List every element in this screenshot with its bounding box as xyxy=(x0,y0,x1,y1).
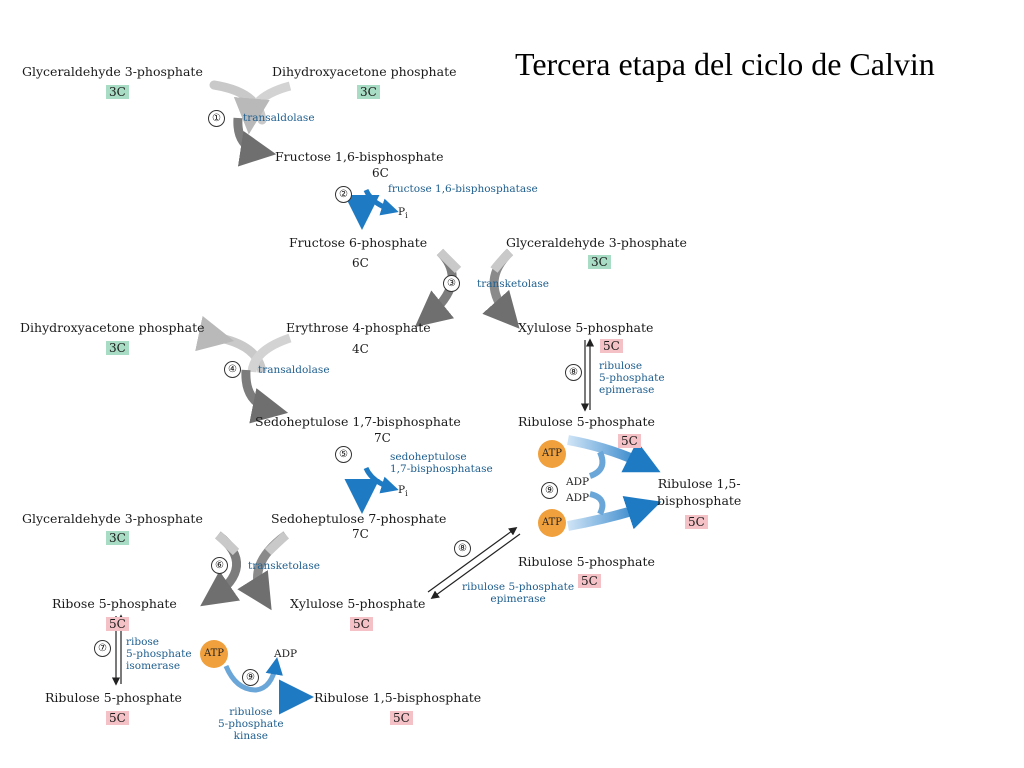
carbon-badge-ru5p-right-b: 5C xyxy=(578,574,601,588)
step-number-4-text: ④ xyxy=(228,364,237,375)
step-number-8a: ⑧ xyxy=(565,364,582,381)
enzyme-transketolase-1: transketolase xyxy=(477,278,549,290)
carbon-count-s7p: 7C xyxy=(352,527,369,541)
compound-dhap-top: Dihydroxyacetone phosphate xyxy=(272,64,457,79)
enzyme-fructose-bisphosphatase: fructose 1,6-bisphosphatase xyxy=(388,183,538,195)
page-title: Tercera etapa del ciclo de Calvin xyxy=(515,46,935,82)
pi-subscript-1: i xyxy=(405,211,408,221)
step-number-4: ④ xyxy=(224,361,241,378)
compound-rubp-right: Ribulose 1,5- bisphosphate xyxy=(657,476,742,508)
step-number-2: ② xyxy=(335,186,352,203)
compound-x5p-top: Xylulose 5-phosphate xyxy=(518,320,654,335)
carbon-badge-g3p-mid: 3C xyxy=(588,255,611,269)
enzyme-transketolase-2: transketolase xyxy=(248,560,320,572)
carbon-badge-g3p-low: 3C xyxy=(106,531,129,545)
step9-right-arrows xyxy=(567,435,662,531)
compound-e4p: Erythrose 4-phosphate xyxy=(286,320,431,335)
compound-g3p-top: Glyceraldehyde 3-phosphate xyxy=(22,64,203,79)
step-number-9b: ⑨ xyxy=(242,669,259,686)
step-number-1: ① xyxy=(208,110,225,127)
adp-label-right-bottom: ADP xyxy=(566,492,590,504)
step-number-8b: ⑧ xyxy=(454,540,471,557)
carbon-badge-rubp-low: 5C xyxy=(390,711,413,725)
compound-g3p-mid: Glyceraldehyde 3-phosphate xyxy=(506,235,687,250)
carbon-badge-x5p-low: 5C xyxy=(350,617,373,631)
step8a-arrows xyxy=(580,338,595,412)
step-number-3: ③ xyxy=(443,275,460,292)
compound-rubp-low: Ribulose 1,5-bisphosphate xyxy=(314,690,482,705)
pi-subscript-2: i xyxy=(405,489,408,499)
compound-f6p: Fructose 6-phosphate xyxy=(289,235,428,250)
compound-dhap-mid: Dihydroxyacetone phosphate xyxy=(20,320,205,335)
atp-circle-bottom: ATP xyxy=(200,640,228,668)
carbon-badge-r5p: 5C xyxy=(106,617,129,631)
compound-sbp: Sedoheptulose 1,7-bisphosphate xyxy=(255,414,461,429)
enzyme-transaldolase-2: transaldolase xyxy=(258,364,330,376)
step8b-arrows xyxy=(427,527,521,599)
carbon-count-e4p: 4C xyxy=(352,342,369,356)
enzyme-ribose-isomerase: ribose 5-phosphate isomerase xyxy=(126,636,192,672)
step2-arrow xyxy=(344,170,399,230)
carbon-count-f6p: 6C xyxy=(352,256,369,270)
compound-fbp: Fructose 1,6-bisphosphate xyxy=(275,149,444,164)
step-number-9a: ⑨ xyxy=(541,482,558,499)
carbon-count-sbp: 7C xyxy=(374,431,391,445)
step-number-7: ⑦ xyxy=(94,640,111,657)
step5-arrow xyxy=(344,446,399,514)
pi-symbol-2: P xyxy=(398,484,406,496)
atp-circle-right-top: ATP xyxy=(538,440,566,468)
compound-s7p: Sedoheptulose 7-phosphate xyxy=(271,511,447,526)
compound-ru5p-right-a: Ribulose 5-phosphate xyxy=(518,414,655,429)
step-number-8b-text: ⑧ xyxy=(458,543,467,554)
step1-arrows xyxy=(209,80,292,167)
compound-r5p: Ribose 5-phosphate xyxy=(52,596,177,611)
carbon-badge-dhap-top: 3C xyxy=(357,85,380,99)
pi-label-2: Pi xyxy=(398,484,408,500)
step-number-7-text: ⑦ xyxy=(98,643,107,654)
step-number-3-text: ③ xyxy=(447,278,456,289)
enzyme-sedoheptulose-bisphosphatase: sedoheptulose 1,7-bisphosphatase xyxy=(390,451,493,475)
enzyme-ribulose-epimerase-b: ribulose 5-phosphate epimerase xyxy=(462,581,575,605)
carbon-badge-rubp-right: 5C xyxy=(685,515,708,529)
carbon-badge-dhap-mid: 3C xyxy=(106,341,129,355)
pi-label-1: Pi xyxy=(398,206,408,222)
enzyme-ribulose-kinase: ribulose 5-phosphate kinase xyxy=(218,706,284,742)
pi-symbol-1: P xyxy=(398,206,406,218)
step-number-6: ⑥ xyxy=(211,557,228,574)
step-number-5: ⑤ xyxy=(335,446,352,463)
compound-x5p-low: Xylulose 5-phosphate xyxy=(290,596,426,611)
step9-bottom-arrows xyxy=(196,657,314,715)
step-number-6-text: ⑥ xyxy=(215,560,224,571)
atp-circle-right-bottom: ATP xyxy=(538,509,566,537)
step-number-9a-text: ⑨ xyxy=(545,485,554,496)
step-number-2-text: ② xyxy=(339,189,348,200)
compound-ru5p-low: Ribulose 5-phosphate xyxy=(45,690,182,705)
compound-g3p-low: Glyceraldehyde 3-phosphate xyxy=(22,511,203,526)
carbon-badge-ru5p-low: 5C xyxy=(106,711,129,725)
step4-arrows xyxy=(195,315,292,424)
compound-ru5p-right-b: Ribulose 5-phosphate xyxy=(518,554,655,569)
step-number-1-text: ① xyxy=(212,113,221,124)
adp-label-right-top: ADP xyxy=(566,476,590,488)
enzyme-ribulose-epimerase-a: ribulose 5-phosphate epimerase xyxy=(599,360,665,396)
carbon-badge-ru5p-right-a: 5C xyxy=(618,434,641,448)
step6-arrows xyxy=(200,531,290,611)
step-number-5-text: ⑤ xyxy=(339,449,348,460)
adp-label-bottom: ADP xyxy=(274,648,298,660)
step-number-8a-text: ⑧ xyxy=(569,367,578,378)
step-number-9b-text: ⑨ xyxy=(246,672,255,683)
carbon-badge-x5p-top: 5C xyxy=(600,339,623,353)
enzyme-transaldolase-1: transaldolase xyxy=(243,112,315,124)
carbon-badge-g3p-top: 3C xyxy=(106,85,129,99)
carbon-count-fbp: 6C xyxy=(372,166,389,180)
